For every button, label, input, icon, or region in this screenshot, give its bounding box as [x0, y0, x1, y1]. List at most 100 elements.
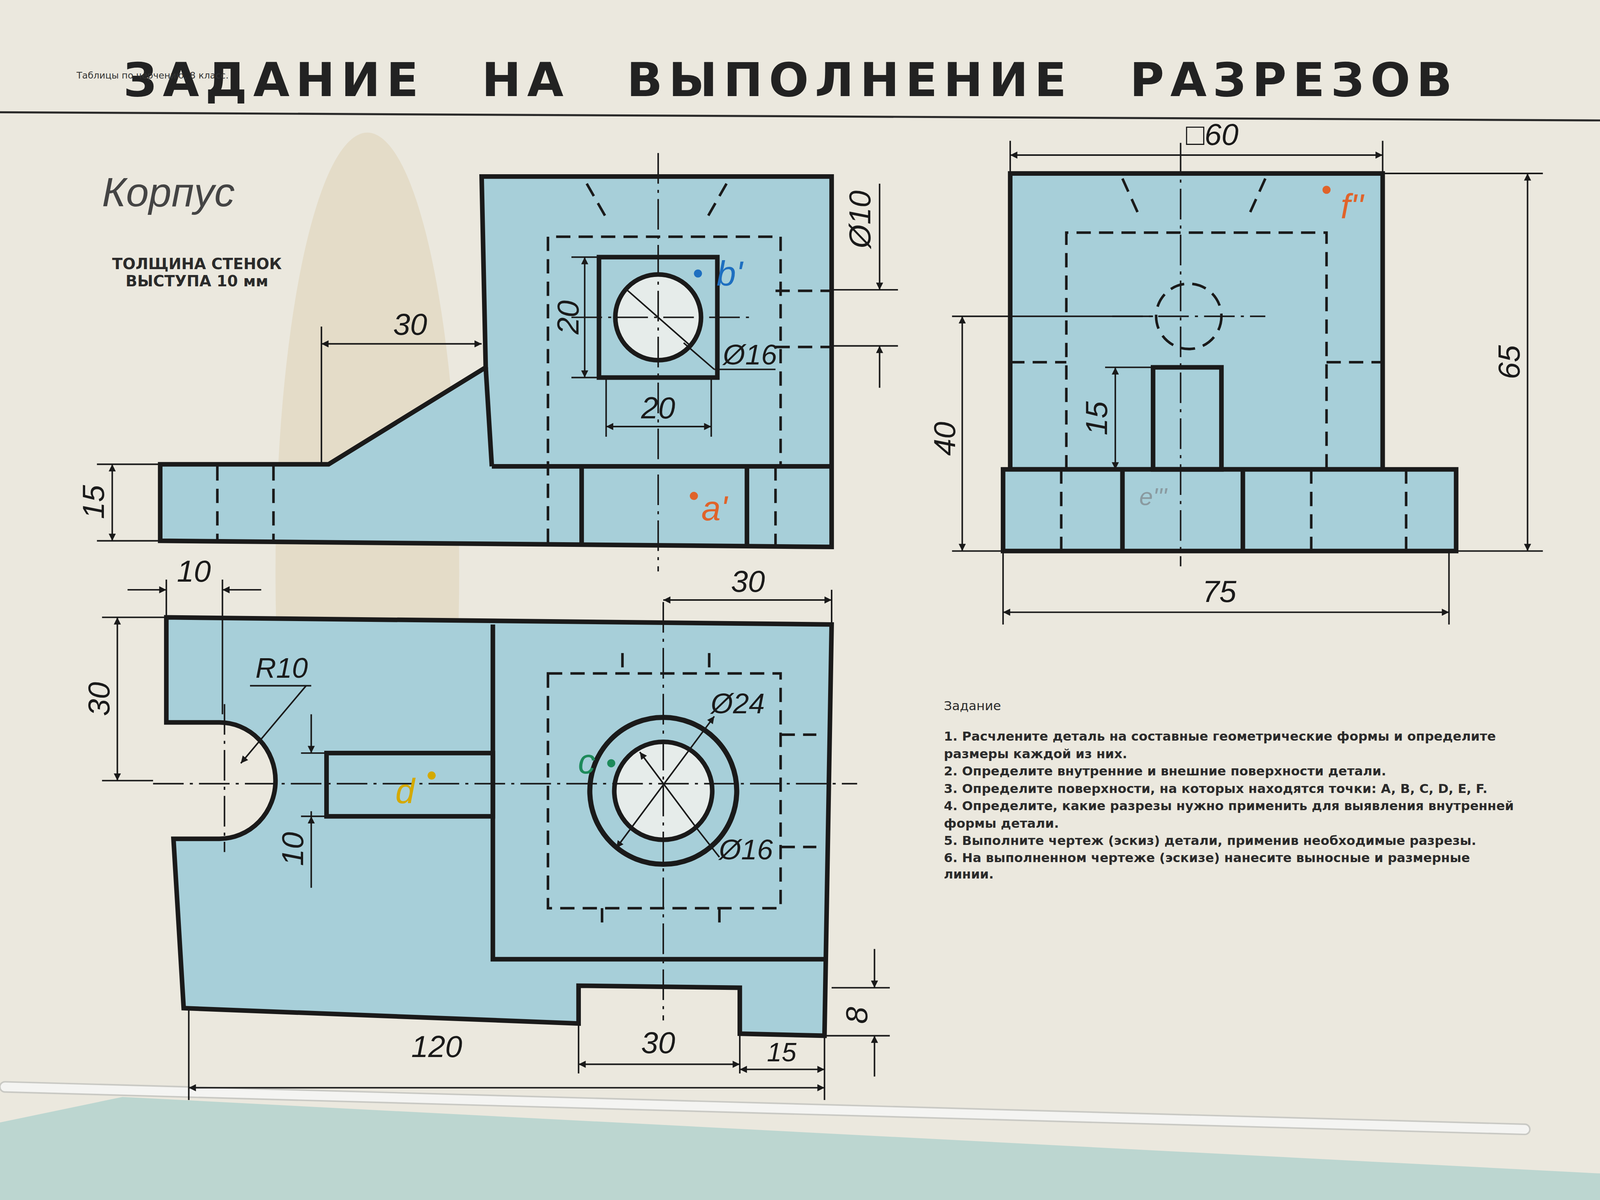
series-note: Таблицы по черчению, 8 класс. — [76, 71, 229, 81]
poster-ground-part — [0, 112, 1600, 121]
dimension: 15 — [78, 485, 109, 520]
side-view-part — [951, 140, 1543, 625]
dimension: Ø10 — [844, 190, 876, 249]
front-view — [96, 153, 899, 572]
side-view-part — [1010, 173, 1383, 470]
dimension: 30 — [393, 309, 428, 340]
top-view-part — [707, 653, 711, 674]
dimension: 65 — [1493, 345, 1525, 380]
point-label: e''' — [1139, 484, 1167, 510]
top-view — [101, 579, 890, 1100]
side-view-part — [1322, 185, 1331, 194]
top-view-part — [823, 1035, 826, 1100]
side-view-part — [1240, 469, 1246, 552]
poster-ground-part — [0, 1081, 1531, 1135]
dimension: 20 — [553, 300, 584, 335]
front-view-part — [579, 466, 584, 543]
top-view-part — [310, 811, 313, 817]
front-view-part — [485, 367, 492, 467]
dimension: Ø24 — [710, 689, 765, 719]
side-view-part — [1122, 178, 1141, 220]
side-view-part — [961, 316, 963, 552]
front-view-part — [586, 183, 608, 220]
top-view-part — [548, 653, 817, 931]
side-view-part — [1120, 469, 1125, 552]
task-item: 2. Определите внутренние и внешние повер… — [943, 762, 1521, 780]
front-view-part — [96, 540, 161, 542]
dimension: 10 — [277, 832, 309, 867]
dimension: R10 — [255, 653, 308, 683]
top-view-part — [153, 601, 858, 1021]
front-view-part — [775, 289, 832, 293]
side-view-part — [1456, 550, 1543, 552]
side-view-part — [951, 550, 1004, 552]
top-view-part — [616, 716, 715, 849]
dimension: 15 — [1081, 401, 1113, 436]
front-view-part — [321, 342, 482, 345]
front-view-part — [96, 183, 899, 541]
side-view-part — [1114, 367, 1117, 470]
dimension: Ø16 — [718, 835, 773, 865]
front-view-part — [683, 342, 715, 370]
point-label: a' — [701, 490, 727, 526]
front-view-part — [96, 463, 161, 466]
top-view-part — [824, 1034, 890, 1037]
top-view-part — [717, 908, 721, 931]
front-view-part — [111, 464, 113, 542]
side-view-part — [1002, 551, 1004, 625]
front-view-part — [605, 377, 608, 438]
side-view-part — [1059, 469, 1063, 552]
top-view-part — [301, 752, 327, 754]
top-view-part — [780, 733, 817, 737]
front-view-part — [657, 153, 659, 572]
front-view-part — [160, 176, 832, 547]
top-view-part — [830, 589, 833, 625]
top-view-part — [153, 782, 858, 785]
task-item: 6. На выполненном чертеже (эскизе) нанес… — [943, 850, 1521, 884]
side-view-part — [1003, 611, 1450, 613]
top-view-part — [310, 816, 313, 888]
side-view-part — [1404, 469, 1408, 552]
side-view-part — [1448, 551, 1450, 625]
front-view-part — [606, 425, 712, 428]
side-view-part — [1066, 232, 1327, 470]
top-view-part — [739, 1068, 825, 1071]
top-view-part — [116, 617, 118, 781]
top-view-part — [662, 601, 665, 1021]
top-view-part — [621, 653, 624, 674]
front-view-part — [624, 287, 692, 348]
top-view-part — [101, 616, 167, 618]
dimension: 30 — [83, 682, 115, 717]
front-view-part — [774, 466, 777, 545]
top-view-part — [663, 599, 832, 601]
front-view-part — [689, 491, 699, 500]
dimension: 20 — [641, 392, 675, 424]
top-view-part — [127, 589, 167, 591]
side-view-part — [1326, 360, 1383, 364]
top-view-part — [101, 579, 890, 1100]
task-heading: Задание — [943, 698, 1521, 715]
front-view-part — [272, 466, 275, 542]
front-view-part — [583, 257, 586, 378]
side-view-part — [1382, 172, 1543, 175]
front-view-part — [831, 345, 899, 347]
front-view-part — [878, 183, 881, 290]
side-view-part — [1153, 367, 1222, 470]
task-item: 1. Расчлените деталь на составные геомет… — [943, 728, 1521, 763]
front-view-part — [775, 345, 832, 349]
side-view-part — [951, 315, 1154, 318]
top-view-part — [222, 589, 261, 591]
task-block: Задание 1. Расчлените деталь на составные… — [943, 698, 1521, 885]
top-view-part — [780, 845, 817, 849]
front-view-part — [744, 466, 750, 545]
top-view-part — [310, 714, 313, 754]
dimension: 120 — [411, 1031, 463, 1063]
side-view-part — [1010, 154, 1383, 156]
side-view-part — [1179, 142, 1182, 567]
side-view-part — [1010, 178, 1407, 551]
front-view-part — [216, 466, 219, 542]
front-view-part — [710, 377, 713, 438]
